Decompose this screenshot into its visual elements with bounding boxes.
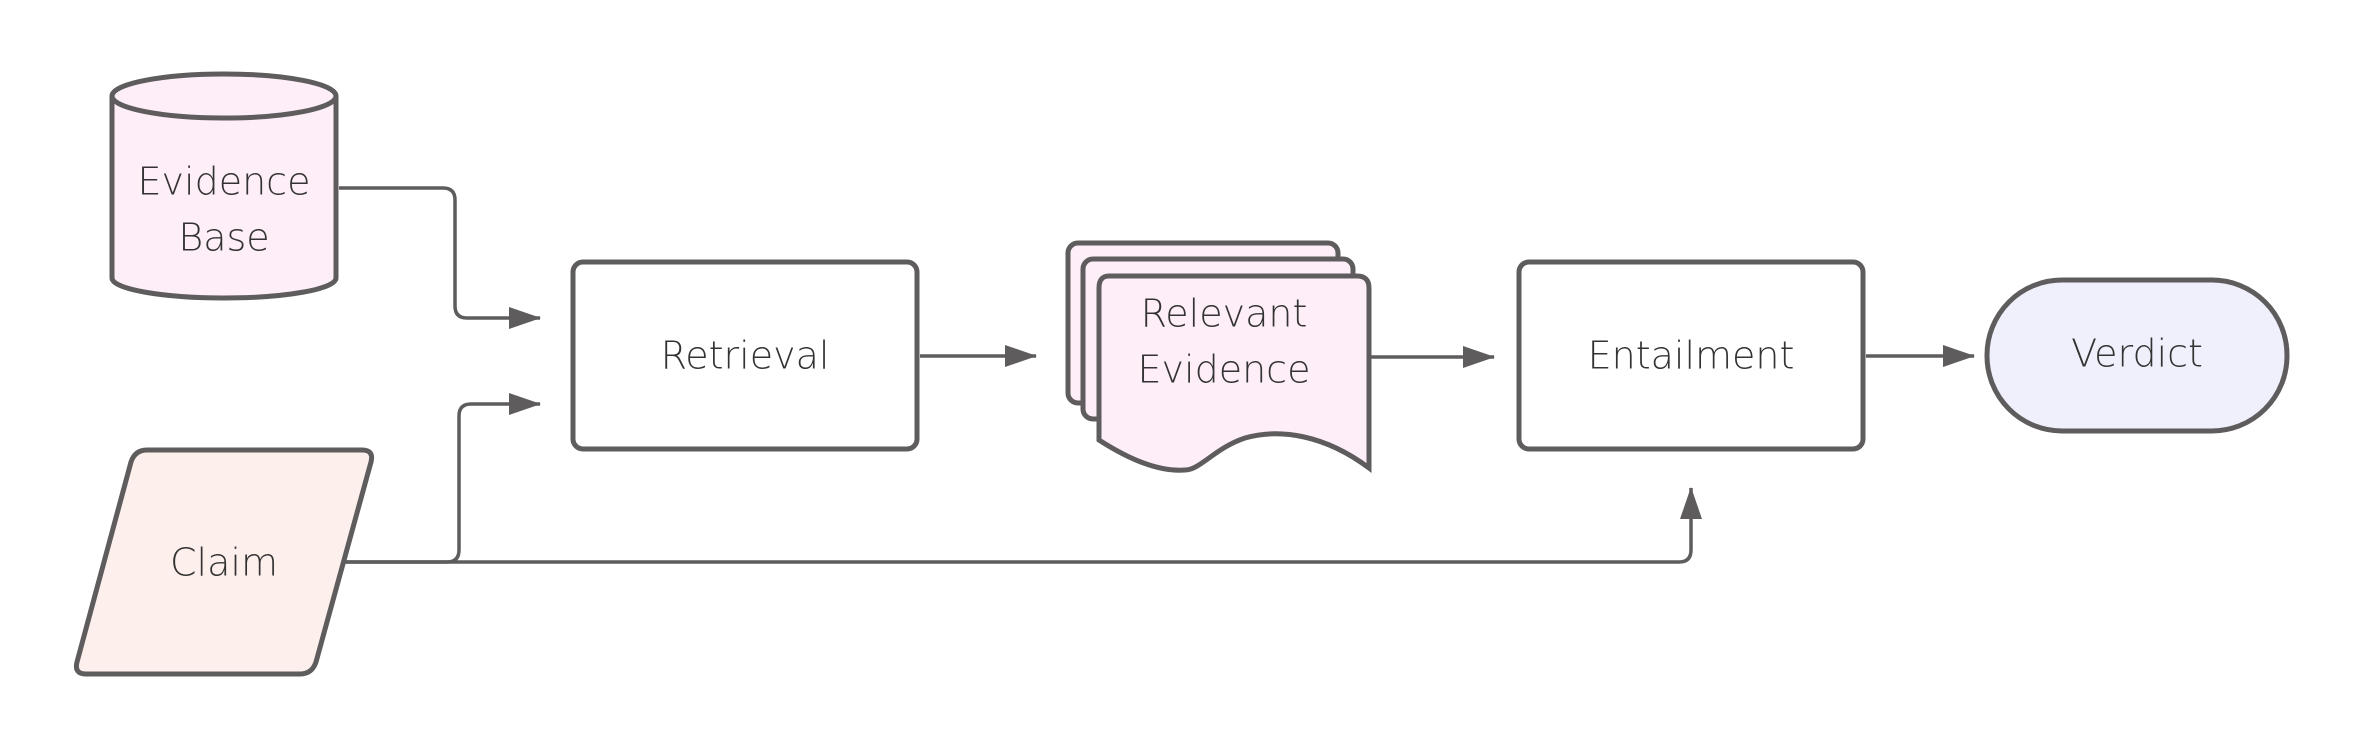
node-verdict: Verdict	[1984, 277, 2290, 434]
verdict-stadium	[1984, 277, 2290, 434]
edge-claim-to-retrieval	[345, 393, 541, 564]
relevant-evidence-label-line1: Relevant	[1141, 292, 1308, 336]
retrieval-label: Retrieval	[661, 334, 830, 378]
relevant-evidence-page-front	[1096, 273, 1372, 473]
edge-claim-to-entailment	[345, 487, 1702, 564]
claim-label: Claim	[170, 541, 278, 585]
edge-evidence-base-to-retrieval	[339, 186, 541, 329]
entailment-box	[1516, 259, 1866, 452]
claim-parallelogram	[73, 447, 375, 677]
evidence-base-cylinder-body	[109, 96, 339, 301]
evidence-base-label-line1: Evidence	[138, 160, 311, 204]
node-claim: Claim	[73, 447, 375, 677]
retrieval-box	[570, 259, 920, 452]
edges	[339, 186, 1975, 564]
node-retrieval: Retrieval	[570, 259, 920, 452]
node-relevant-evidence: Relevant Evidence	[1065, 240, 1372, 473]
evidence-base-cylinder-top	[109, 71, 339, 121]
verdict-label: Verdict	[2071, 332, 2203, 376]
relevant-evidence-label-line2: Evidence	[1138, 348, 1311, 392]
node-entailment: Entailment	[1516, 259, 1866, 452]
node-evidence-base: Evidence Base	[109, 71, 339, 301]
entailment-label: Entailment	[1588, 334, 1795, 378]
evidence-base-label-line2: Base	[178, 216, 269, 260]
